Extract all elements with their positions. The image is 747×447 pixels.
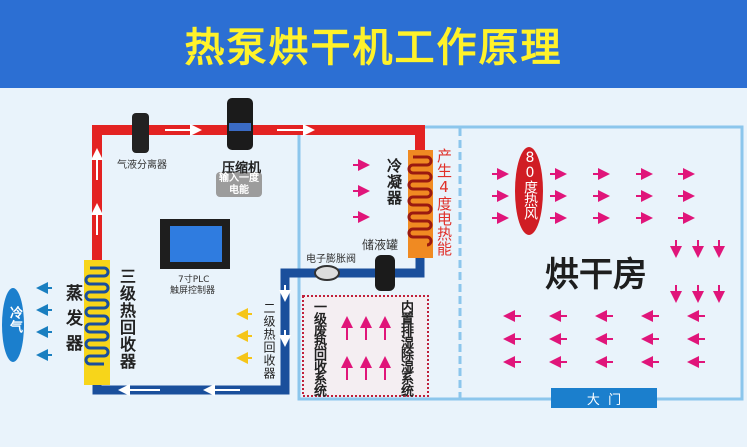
hot-air-label: 80度热风 (522, 150, 538, 219)
hot-pipe (92, 125, 425, 262)
cold-air-badge (2, 288, 24, 362)
drying-room-outline (297, 125, 744, 401)
condenser-label: 冷凝器 (385, 158, 403, 206)
receiver-tank-icon (375, 255, 395, 291)
first-recovery-label: 一级废热回收系统 (311, 300, 326, 396)
plc-label-1: 7寸PLC (178, 275, 210, 285)
condenser-intake-arrows (353, 159, 370, 223)
hot-air-badge (515, 147, 543, 235)
third-recovery-label: 三级热回收器 (117, 268, 136, 370)
cold-air-arrows (36, 282, 52, 361)
compressor-note-box (216, 172, 262, 197)
plc-label-2: 触屏控制器 (170, 286, 216, 296)
compressor-note: 输入一度电能 (219, 173, 259, 196)
compressor-label: 压缩机 (222, 161, 262, 176)
expansion-valve-label: 电子膨胀阀 (306, 254, 356, 265)
room-arrows (492, 168, 725, 368)
heat-output-label: 产生4度电热能 (435, 148, 453, 256)
separator-label: 气液分离器 (117, 160, 167, 171)
separator-icon (132, 113, 149, 153)
door-bar (551, 388, 657, 408)
evaporator-label: 蒸发器 (62, 284, 82, 359)
yellow-arrows (236, 308, 252, 364)
receiver-label: 储液罐 (362, 238, 399, 252)
expansion-valve-icon (314, 265, 340, 281)
drying-room-label: 烘干房 (545, 255, 647, 295)
cold-air-label: 冷气 (7, 306, 22, 334)
dehumidify-label: 内置排湿除湿系统 (398, 300, 413, 396)
page-title: 热泵烘干机工作原理 (184, 25, 563, 71)
second-recovery-label: 二级热回收器 (262, 302, 276, 380)
header-bar: 热泵烘干机工作原理 (0, 0, 747, 88)
upward-arrows (341, 316, 391, 380)
door-label: 大 门 (586, 393, 622, 408)
